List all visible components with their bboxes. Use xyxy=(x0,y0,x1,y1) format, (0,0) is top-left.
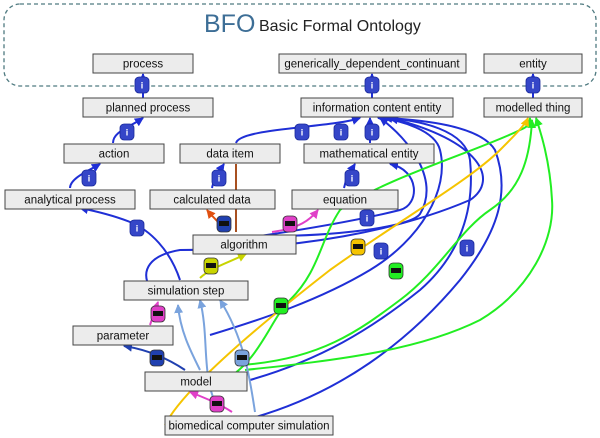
edge-simstep-to-algorithm xyxy=(199,253,247,279)
node-label: analytical process xyxy=(24,195,116,207)
svg-text:i: i xyxy=(532,81,535,91)
node-bcs[interactable]: biomedical computer simulation xyxy=(164,415,334,436)
node-action[interactable]: action xyxy=(63,143,165,164)
node-label: equation xyxy=(323,195,367,207)
node-ice[interactable]: information content entity xyxy=(300,97,454,118)
svg-text:i: i xyxy=(351,174,354,184)
svg-text:i: i xyxy=(136,224,139,234)
bfo-abbr: BFO xyxy=(204,10,255,38)
svg-text:i: i xyxy=(88,174,91,184)
node-label: information content entity xyxy=(313,103,442,115)
bfo-full-name: Basic Formal Ontology xyxy=(259,18,421,35)
svg-text:i: i xyxy=(301,128,304,138)
edge-simstep-to-analytical xyxy=(79,205,181,281)
relation-chip[interactable] xyxy=(234,349,250,367)
info-badge-icon[interactable]: i xyxy=(81,169,97,187)
relation-chips xyxy=(149,215,404,413)
info-badge-icon[interactable]: i xyxy=(525,76,541,94)
info-badge-icon[interactable]: i xyxy=(364,123,380,141)
node-math-entity[interactable]: mathematical entity xyxy=(303,143,435,164)
relation-chip[interactable] xyxy=(388,262,404,280)
node-label: parameter xyxy=(97,331,150,343)
info-badge-icon[interactable]: i xyxy=(364,76,380,94)
node-label: model xyxy=(180,377,211,389)
bfo-frame xyxy=(3,3,597,87)
info-badge-icon[interactable]: i xyxy=(333,123,349,141)
isa-badges: i i i i i i i i i i i i i i xyxy=(81,76,541,260)
node-label: mathematical entity xyxy=(319,149,418,161)
svg-text:i: i xyxy=(340,128,343,138)
svg-text:i: i xyxy=(366,214,369,224)
edge-data-item-to-ice xyxy=(235,116,361,144)
node-label: entity xyxy=(519,59,547,71)
edge-simstep-to-ice xyxy=(145,115,484,289)
svg-text:i: i xyxy=(371,81,374,91)
nodes: process generically_dependent_continuant… xyxy=(4,53,583,436)
node-calculated-data[interactable]: calculated data xyxy=(149,189,276,210)
node-entity[interactable]: entity xyxy=(483,53,583,74)
edge-model-to-ice xyxy=(249,113,472,381)
node-label: algorithm xyxy=(220,240,267,252)
relation-chip[interactable] xyxy=(149,349,165,367)
node-modelled-thing[interactable]: modelled thing xyxy=(483,97,583,118)
svg-text:i: i xyxy=(218,174,221,184)
node-label: process xyxy=(123,59,164,71)
relation-chip[interactable] xyxy=(273,297,289,315)
relation-chip[interactable] xyxy=(203,257,219,275)
node-analytical-process[interactable]: analytical process xyxy=(4,189,136,210)
node-label: planned process xyxy=(106,103,191,115)
node-model[interactable]: model xyxy=(144,371,248,392)
node-label: calculated data xyxy=(173,195,251,207)
node-label: data item xyxy=(206,149,253,161)
relation-chip[interactable] xyxy=(282,215,298,233)
info-badge-icon[interactable]: i xyxy=(294,123,310,141)
node-parameter[interactable]: parameter xyxy=(72,325,174,346)
node-simulation-step[interactable]: simulation step xyxy=(123,280,249,301)
edge-green-3 xyxy=(244,117,554,371)
relation-chip[interactable] xyxy=(350,238,366,256)
svg-text:i: i xyxy=(380,247,383,257)
node-planned-process[interactable]: planned process xyxy=(82,97,214,118)
node-label: generically_dependent_continuant xyxy=(284,59,460,71)
relation-chip[interactable] xyxy=(216,215,232,233)
info-badge-icon[interactable]: i xyxy=(134,76,150,94)
edge-algorithm-to-math xyxy=(259,161,415,237)
info-badge-icon[interactable]: i xyxy=(211,169,227,187)
node-label: modelled thing xyxy=(496,103,571,115)
info-badge-icon[interactable]: i xyxy=(359,209,375,227)
edge-lightblue-1 xyxy=(197,299,221,413)
node-equation[interactable]: equation xyxy=(291,189,399,210)
svg-text:i: i xyxy=(466,244,469,254)
node-data-item[interactable]: data item xyxy=(179,143,281,164)
node-label: biomedical computer simulation xyxy=(168,421,329,433)
node-gdc[interactable]: generically_dependent_continuant xyxy=(278,53,467,74)
node-label: action xyxy=(99,149,130,161)
edge-algorithm-to-equation xyxy=(271,209,319,233)
node-process[interactable]: process xyxy=(92,53,194,74)
relation-chip[interactable] xyxy=(150,305,166,323)
info-badge-icon[interactable]: i xyxy=(373,242,389,260)
edge-bcs-to-ice xyxy=(244,114,503,421)
relation-chip[interactable] xyxy=(209,395,225,413)
svg-text:i: i xyxy=(371,128,374,138)
info-badge-icon[interactable]: i xyxy=(459,239,475,257)
svg-text:i: i xyxy=(126,128,129,138)
info-badge-icon[interactable]: i xyxy=(344,169,360,187)
info-badge-icon[interactable]: i xyxy=(129,219,145,237)
info-badge-icon[interactable]: i xyxy=(119,123,135,141)
edge-lightblue-3 xyxy=(174,304,201,371)
edge-green-2 xyxy=(239,119,537,366)
svg-text:i: i xyxy=(141,81,144,91)
edges xyxy=(69,73,554,426)
edge-analytical-to-action xyxy=(69,163,101,189)
node-label: simulation step xyxy=(148,286,225,298)
node-algorithm[interactable]: algorithm xyxy=(192,234,297,255)
